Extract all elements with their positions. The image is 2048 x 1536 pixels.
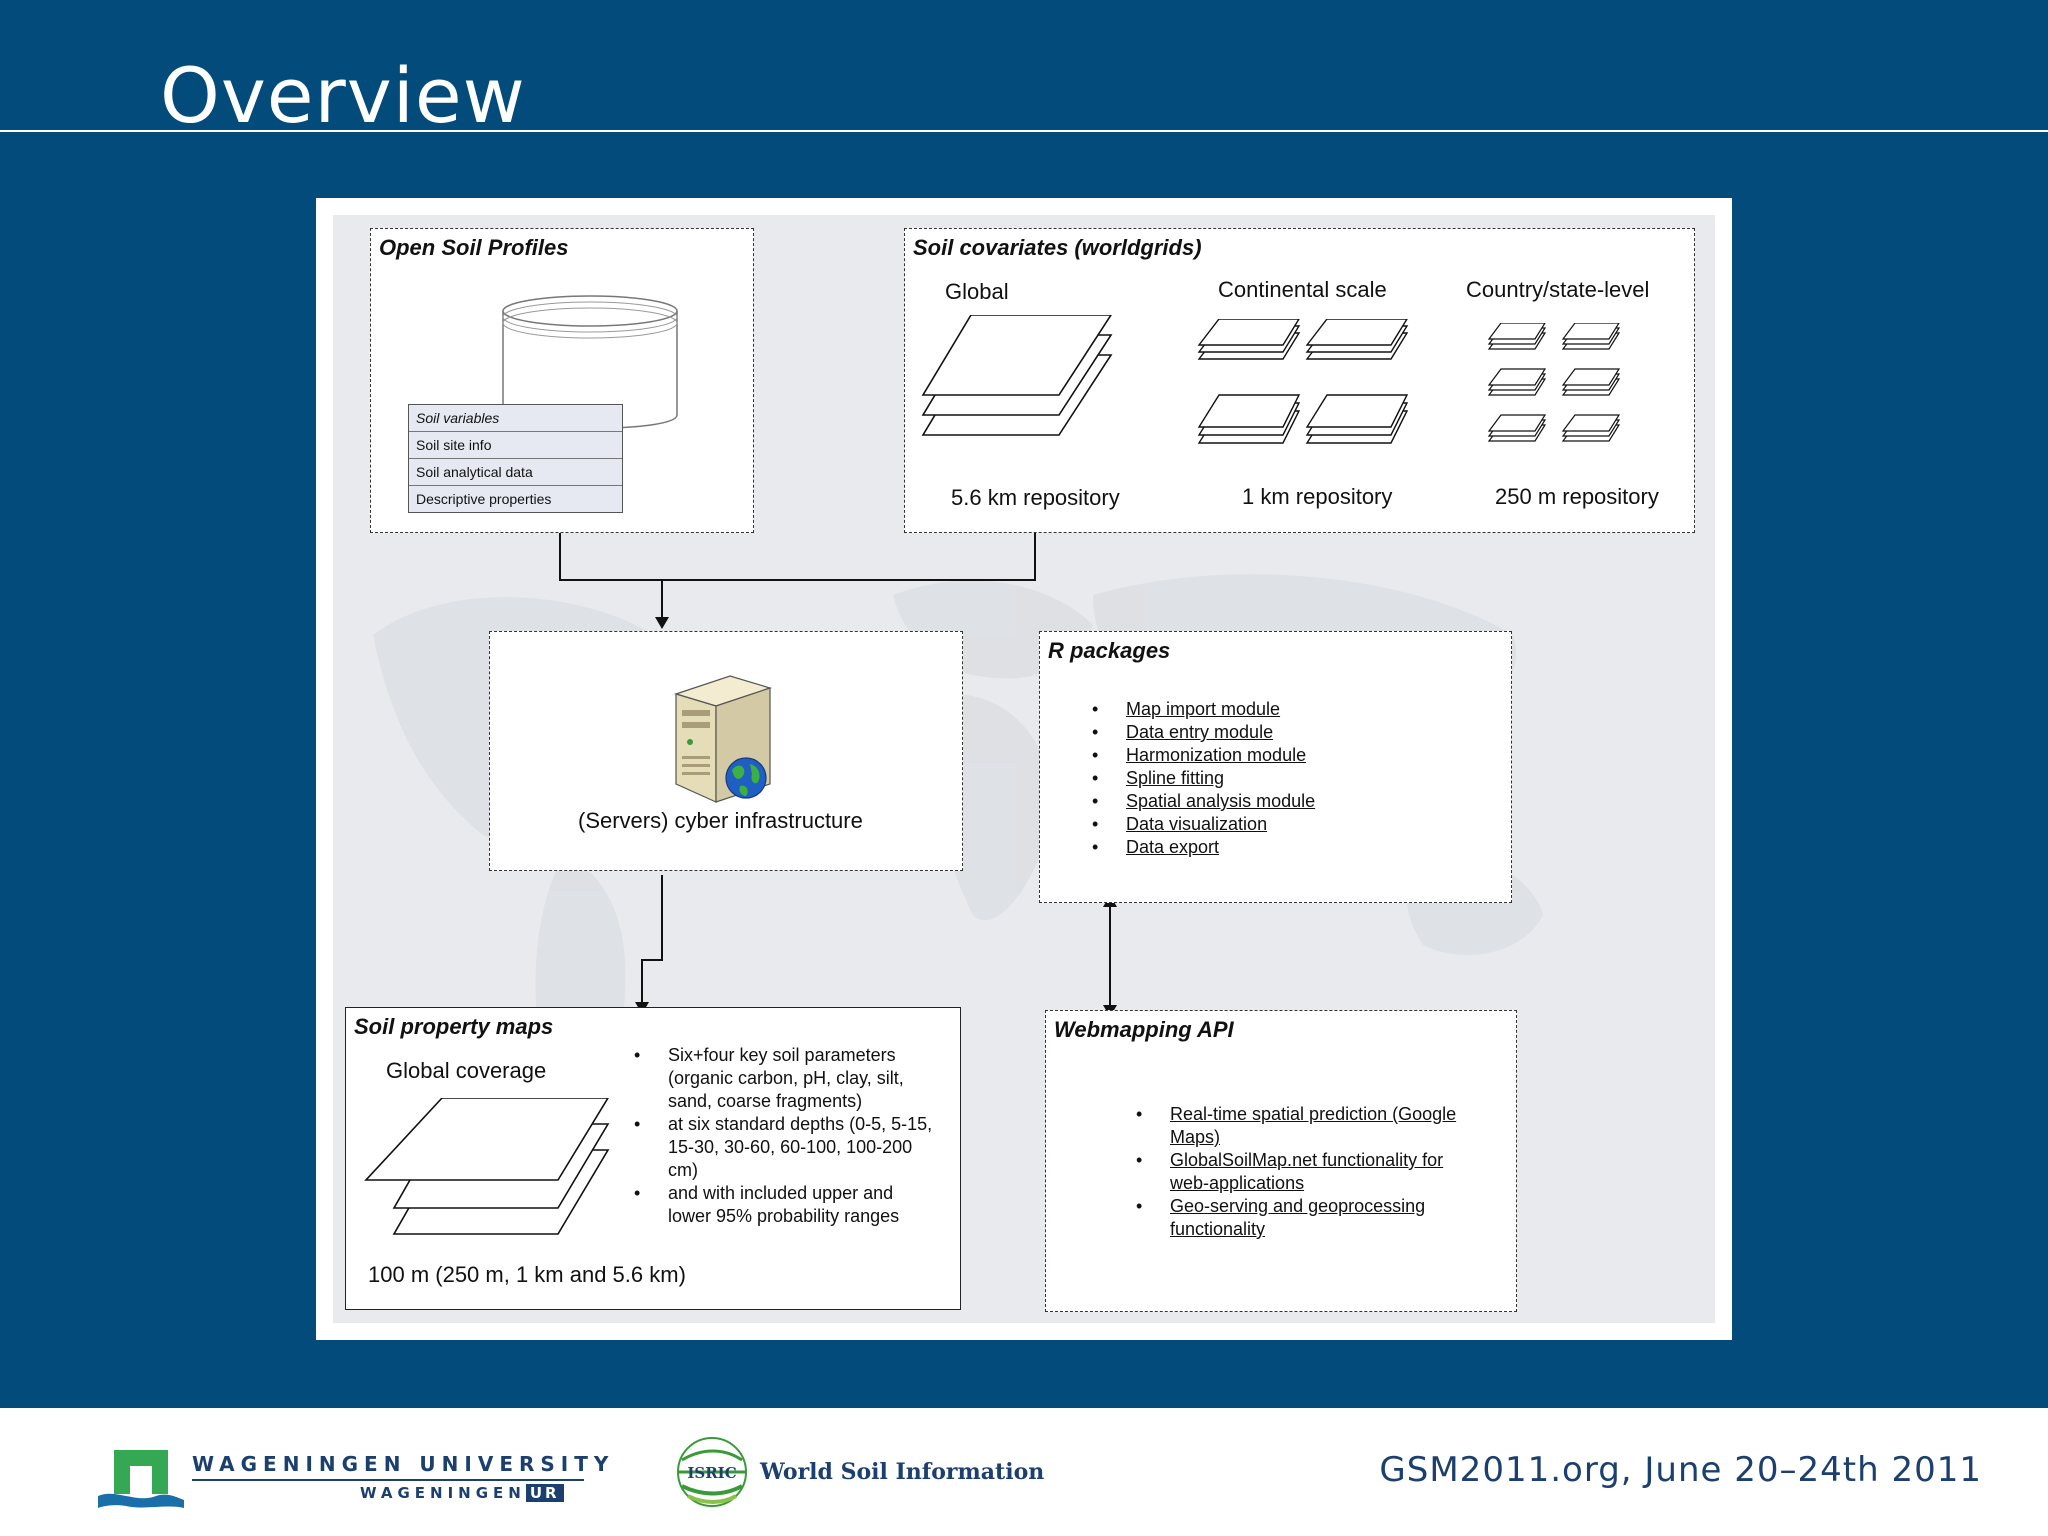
webmapping-api-box: Webmapping API Real-time spatial predict… <box>1045 1010 1517 1312</box>
list-item: Six+four key soil parameters (organic ca… <box>634 1044 934 1113</box>
svg-text:ISRIC: ISRIC <box>687 1464 736 1482</box>
server-icon <box>674 675 772 803</box>
soil-property-maps-box: Soil property maps Global coverage 100 m… <box>345 1007 961 1310</box>
isric-name: World Soil Information <box>760 1459 1045 1485</box>
table-row: Soil variables <box>409 405 622 432</box>
event-info: GSM2011.org, June 20–24th 2011 <box>1379 1450 1982 1490</box>
r-packages-list: Map import module Data entry module Harm… <box>1092 698 1315 859</box>
list-item[interactable]: Data entry module <box>1092 721 1315 744</box>
table-row: Soil analytical data <box>409 459 622 486</box>
country-repo-caption: 250 m repository <box>1495 484 1659 509</box>
slide-title: Overview <box>160 51 526 140</box>
database-icon <box>502 295 678 430</box>
wur-name-line1: WAGENINGEN UNIVERSITY <box>192 1452 615 1476</box>
list-item: and with included upper and lower 95% pr… <box>634 1182 934 1228</box>
global-repo-caption: 5.6 km repository <box>951 485 1120 510</box>
wageningen-logo <box>98 1450 184 1508</box>
continental-heading: Continental scale <box>1218 277 1387 302</box>
webmapping-title: Webmapping API <box>1054 1017 1234 1042</box>
open-soil-profiles-box: Open Soil Profiles Soil variables Soil s… <box>370 228 754 533</box>
global-layers-icon <box>921 315 1113 436</box>
wur-divider <box>192 1479 584 1481</box>
header-rule <box>0 130 2048 132</box>
slide-header: Overview <box>0 0 2048 140</box>
global-heading: Global <box>945 279 1009 304</box>
list-item[interactable]: GlobalSoilMap.net functionality for web-… <box>1136 1149 1476 1195</box>
soil-covariates-title: Soil covariates (worldgrids) <box>913 235 1202 260</box>
soil-maps-layers-icon <box>364 1098 610 1235</box>
soil-covariates-box: Soil covariates (worldgrids) Global Cont… <box>904 228 1695 533</box>
list-item[interactable]: Spline fitting <box>1092 767 1315 790</box>
connector-open-soil <box>559 530 1036 581</box>
list-item: at six standard depths (0-5, 5-15, 15-30… <box>634 1113 934 1182</box>
servers-box: (Servers) cyber infrastructure <box>489 631 963 871</box>
country-layers-icon <box>1487 323 1621 442</box>
list-item[interactable]: Real-time spatial prediction (Google Map… <box>1136 1103 1476 1149</box>
list-item[interactable]: Data export <box>1092 836 1315 859</box>
table-row: Soil site info <box>409 432 622 459</box>
list-item[interactable]: Geo-serving and geoprocessing functional… <box>1136 1195 1476 1241</box>
country-heading: Country/state-level <box>1466 277 1650 302</box>
diagram-background: Open Soil Profiles Soil variables Soil s… <box>333 215 1715 1323</box>
open-soil-profiles-title: Open Soil Profiles <box>379 235 569 260</box>
continental-layers-icon <box>1197 319 1409 444</box>
soil-data-table: Soil variables Soil site info Soil analy… <box>408 404 623 513</box>
list-item[interactable]: Harmonization module <box>1092 744 1315 767</box>
isric-globe-logo: ISRIC <box>677 1437 747 1507</box>
list-item[interactable]: Spatial analysis module <box>1092 790 1315 813</box>
soil-maps-subtitle: Global coverage <box>386 1058 547 1083</box>
webmapping-list: Real-time spatial prediction (Google Map… <box>1136 1103 1476 1241</box>
r-packages-title: R packages <box>1048 638 1171 663</box>
connector-servers-maps <box>641 875 663 1002</box>
soil-maps-list: Six+four key soil parameters (organic ca… <box>634 1044 934 1228</box>
r-packages-box: R packages Map import module Data entry … <box>1039 631 1512 903</box>
list-item[interactable]: Data visualization <box>1092 813 1315 836</box>
continental-repo-caption: 1 km repository <box>1242 484 1393 509</box>
servers-caption: (Servers) cyber infrastructure <box>578 808 863 833</box>
soil-maps-caption: 100 m (250 m, 1 km and 5.6 km) <box>368 1262 686 1287</box>
table-row: Descriptive properties <box>416 491 552 507</box>
list-item[interactable]: Map import module <box>1092 698 1315 721</box>
soil-maps-title: Soil property maps <box>354 1014 554 1039</box>
diagram-panel: Open Soil Profiles Soil variables Soil s… <box>316 198 1732 1340</box>
slide-footer <box>0 1408 2048 1536</box>
